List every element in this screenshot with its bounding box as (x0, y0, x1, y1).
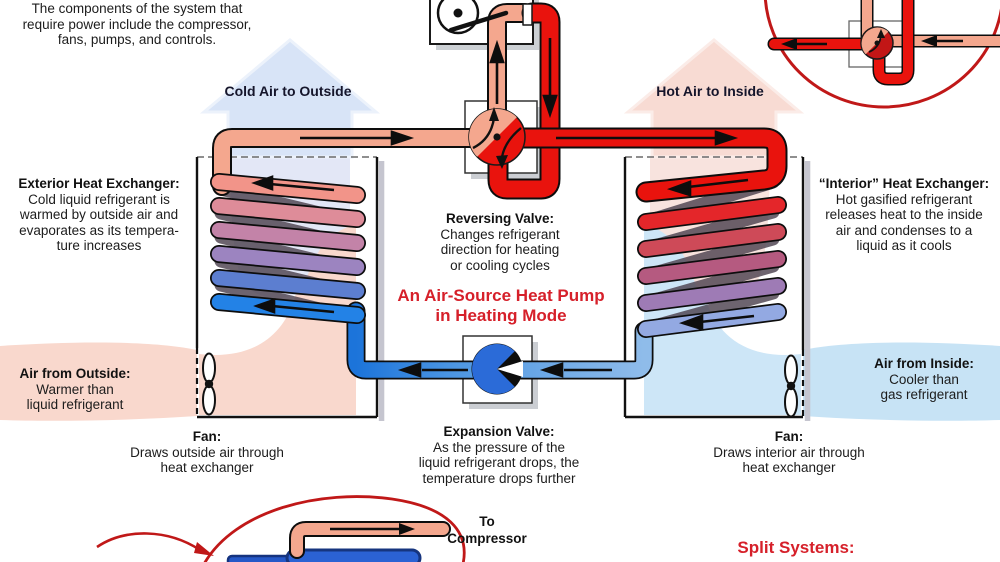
air-from-outside-label: Air from Outside: Warmer than liquid ref… (19, 366, 131, 412)
interior-heat-exchanger-label: “Interior” Heat Exchanger: Hot gasified … (818, 176, 990, 253)
intro-text: The components of the system that requir… (22, 1, 252, 47)
indoor-coil (637, 196, 787, 338)
cold-air-label: Cold Air to Outside (224, 83, 352, 99)
reversing-valve-label: Reversing Valve: Changes refrigerant dir… (440, 211, 560, 273)
reversing-valve (468, 107, 526, 169)
to-compressor-label: To Compressor (447, 514, 527, 546)
split-systems-heading: Split Systems: (737, 538, 855, 557)
indoor-fan-icon (784, 354, 798, 418)
outdoor-fan-icon (202, 352, 216, 416)
outdoor-coil (210, 173, 366, 324)
reversing-valve-inset (763, 0, 1000, 109)
page-title: An Air-Source Heat Pump in Heating Mode (397, 286, 605, 325)
expansion-valve-label: Expansion Valve: As the pressure of the … (418, 424, 580, 486)
fan-left-label: Fan: Draws outside air through heat exch… (130, 429, 284, 475)
air-from-inside-label: Air from Inside: Cooler than gas refrige… (874, 356, 974, 402)
split-system-inset (96, 495, 466, 562)
hot-air-label: Hot Air to Inside (656, 83, 764, 99)
exterior-heat-exchanger-label: Exterior Heat Exchanger: Cold liquid ref… (18, 176, 180, 253)
compressor-dial (436, 0, 509, 35)
flow-arrows (251, 38, 755, 378)
cold-air-arrow (199, 38, 381, 159)
expansion-valve (471, 343, 523, 395)
fan-right-label: Fan: Draws interior air through heat exc… (713, 429, 865, 475)
